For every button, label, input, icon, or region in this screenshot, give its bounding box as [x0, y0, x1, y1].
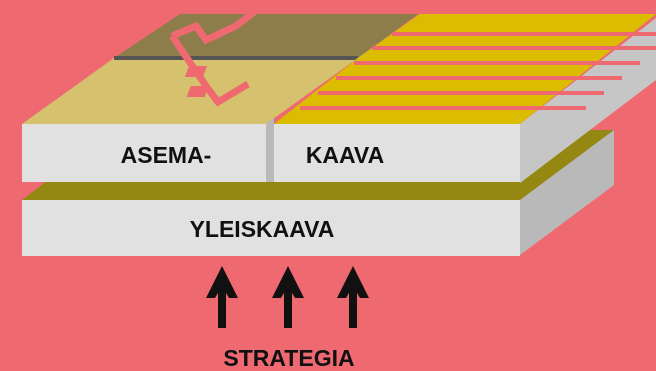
- strategy-arrows: [206, 266, 369, 328]
- strategia-label: STRATEGIA: [223, 345, 354, 371]
- asemakaava-left-front: [22, 124, 266, 182]
- asemakaava-right-top: [274, 14, 656, 124]
- up-arrow-icon: [272, 266, 304, 328]
- asemakaava-side-face: [520, 18, 656, 183]
- plot-stripes: [300, 32, 656, 110]
- yleiskaava-front-face: [22, 200, 520, 256]
- kaava-label: KAAVA: [306, 142, 384, 168]
- yleiskaava-side-face: [520, 130, 614, 255]
- building-outline: [169, 9, 257, 107]
- building-window-icon: [186, 86, 209, 97]
- asemakaava-right-front: [274, 124, 520, 182]
- up-arrow-icon: [206, 266, 238, 328]
- asemakaava-layer: [22, 9, 656, 183]
- up-arrow-icon: [337, 266, 369, 328]
- asema-label: ASEMA-: [121, 142, 212, 168]
- asemakaava-gap: [266, 118, 274, 182]
- building-window-icon: [184, 66, 207, 77]
- yleiskaava-label: YLEISKAAVA: [190, 216, 335, 242]
